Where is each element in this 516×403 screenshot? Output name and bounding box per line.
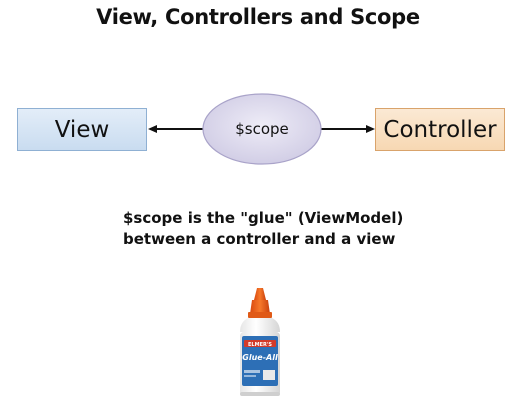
description-line-1: $scope is the "glue" (ViewModel) bbox=[123, 209, 404, 227]
description-text: $scope is the "glue" (ViewModel) between… bbox=[123, 208, 463, 250]
view-box: View bbox=[17, 108, 147, 151]
scope-label: $scope bbox=[235, 120, 289, 138]
description-line-2: between a controller and a view bbox=[123, 230, 396, 248]
arrow-scope-to-controller bbox=[321, 125, 375, 133]
controller-box: Controller bbox=[375, 108, 505, 151]
glue-bottle-image: ELMER'S Glue-All bbox=[240, 288, 280, 396]
scope-ellipse-shape bbox=[202, 93, 322, 165]
arrow-scope-to-view bbox=[148, 125, 203, 133]
glue-brand-text: ELMER'S bbox=[248, 342, 272, 348]
page-title: View, Controllers and Scope bbox=[96, 5, 420, 29]
glue-product-text: Glue-All bbox=[242, 353, 278, 362]
